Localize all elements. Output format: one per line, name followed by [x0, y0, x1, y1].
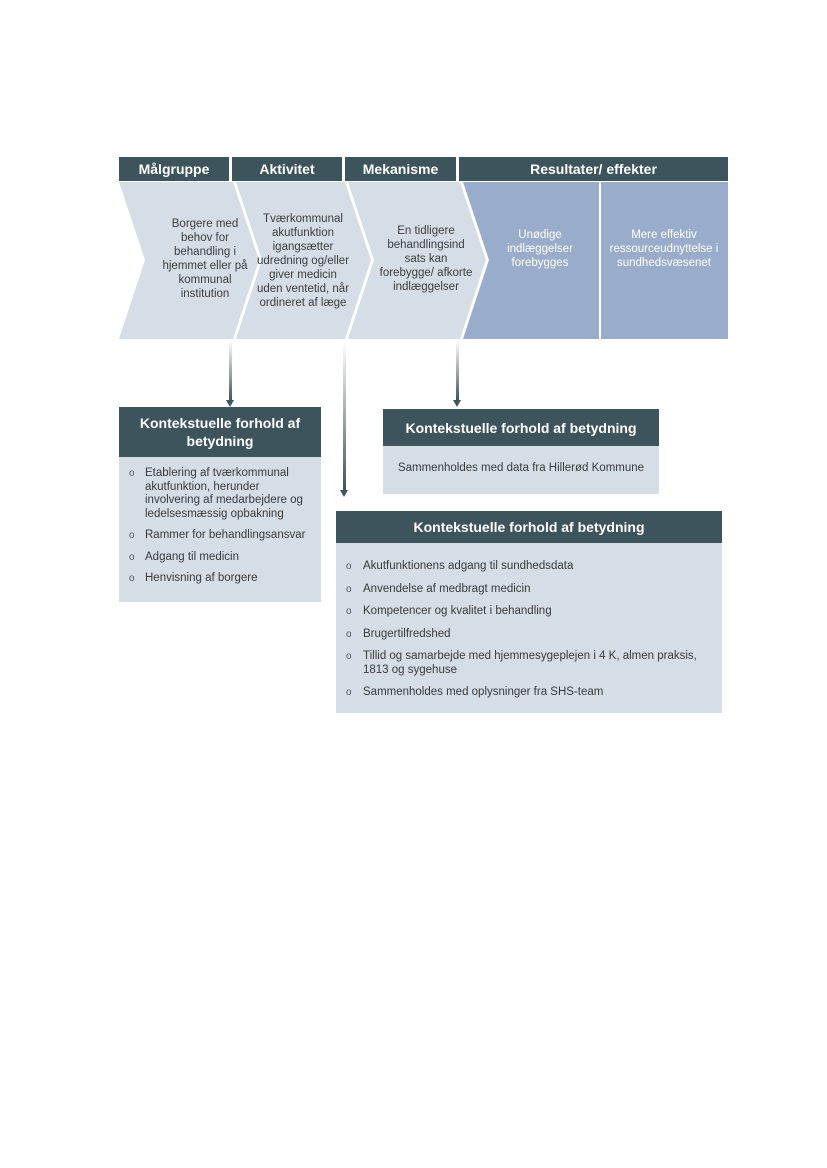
list-item: o Rammer for behandlingsansvar	[129, 529, 311, 543]
results-block	[463, 182, 728, 339]
list-item-text: Etablering af tværkommunal akutfunktion,…	[145, 467, 303, 520]
stage-resultat1-text: Unødige indlæggelser forebygges	[507, 229, 573, 269]
list-item: o Henvisning af borgere	[129, 572, 311, 586]
list-item: o Kompetencer og kvalitet i behandling	[346, 605, 708, 619]
context-box-left: Kontekstuelle forhold af betydning o Eta…	[119, 407, 321, 602]
list-item: o Etablering af tværkommunal akutfunktio…	[129, 467, 311, 521]
context-box-bottom: Kontekstuelle forhold af betydning o Aku…	[336, 511, 722, 713]
stage-malgruppe-text: Borgere med behov for behandling i hjemm…	[162, 218, 248, 300]
bullet-icon: o	[346, 583, 352, 595]
list-item: o Adgang til medicin	[129, 551, 311, 565]
stage-aktivitet-text: Tværkommunal akutfunktion igangsætter ud…	[256, 213, 350, 309]
header-resultater: Resultater/ effekter	[459, 157, 728, 181]
list-item: o Brugertilfredshed	[346, 628, 708, 642]
bullet-icon: o	[346, 606, 352, 617]
list-item-text: Anvendelse af medbragt medicin	[363, 582, 531, 595]
list-item-text: Rammer for behandlingsansvar	[145, 529, 306, 541]
chevron-malgruppe	[119, 182, 259, 339]
bullet-icon: o	[346, 651, 352, 662]
arrow-malgruppe-connector	[229, 341, 232, 401]
list-item: o Akutfunktionens adgang til sundhedsdat…	[346, 560, 708, 574]
process-chevrons	[119, 182, 728, 339]
list-item-text: Tillid og samarbejde med hjemmesygepleje…	[363, 650, 697, 676]
header-malgruppe: Målgruppe	[119, 157, 229, 181]
arrow-aktivitet-head	[340, 490, 348, 497]
context-box-bottom-title: Kontekstuelle forhold af betydning	[336, 511, 722, 543]
list-item-text: Sammenholdes med oplysninger fra SHS-tea…	[363, 686, 604, 698]
bullet-icon: o	[346, 561, 352, 572]
list-item-text: Adgang til medicin	[145, 550, 239, 563]
list-item: o Sammenholdes med oplysninger fra SHS-t…	[346, 686, 708, 700]
list-item-text: Akutfunktionens adgang til sundhedsdata	[363, 560, 574, 572]
bullet-icon: o	[129, 530, 135, 541]
list-item: o Tillid og samarbejde med hjemmesygeple…	[346, 650, 708, 677]
context-box-right-text: Sammenholdes med data fra Hillerød Kommu…	[397, 462, 645, 474]
bullet-icon: o	[129, 551, 135, 563]
arrow-mekanisme-connector	[456, 341, 459, 401]
arrow-aktivitet-connector	[343, 341, 346, 491]
bullet-icon: o	[346, 628, 352, 640]
stage-mekanisme-text: En tidligere behandlingsind sats kan for…	[379, 225, 473, 293]
list-item-text: Kompetencer og kvalitet i behandling	[363, 605, 552, 617]
bullet-icon: o	[346, 687, 352, 698]
stage-resultat2-text: Mere effektiv ressourceudnyttelse i sund…	[609, 229, 719, 269]
context-box-right-title: Kontekstuelle forhold af betydning	[383, 409, 659, 446]
list-item-text: Henvisning af borgere	[145, 572, 258, 584]
context-left-list: o Etablering af tværkommunal akutfunktio…	[119, 457, 321, 586]
arrow-mekanisme-head	[453, 400, 461, 407]
chevron-aktivitet	[236, 182, 371, 339]
chevron-mekanisme	[348, 182, 486, 339]
context-box-left-title: Kontekstuelle forhold af betydning	[119, 407, 321, 457]
bullet-icon: o	[129, 468, 135, 479]
context-box-right: Kontekstuelle forhold af betydning Samme…	[383, 409, 659, 494]
list-item: o Anvendelse af medbragt medicin	[346, 583, 708, 597]
header-mekanisme: Mekanisme	[345, 157, 456, 181]
bullet-icon: o	[129, 573, 135, 584]
context-bottom-list: o Akutfunktionens adgang til sundhedsdat…	[336, 543, 722, 700]
arrow-malgruppe-head	[226, 400, 234, 407]
header-aktivitet: Aktivitet	[232, 157, 342, 181]
list-item-text: Brugertilfredshed	[363, 627, 451, 640]
